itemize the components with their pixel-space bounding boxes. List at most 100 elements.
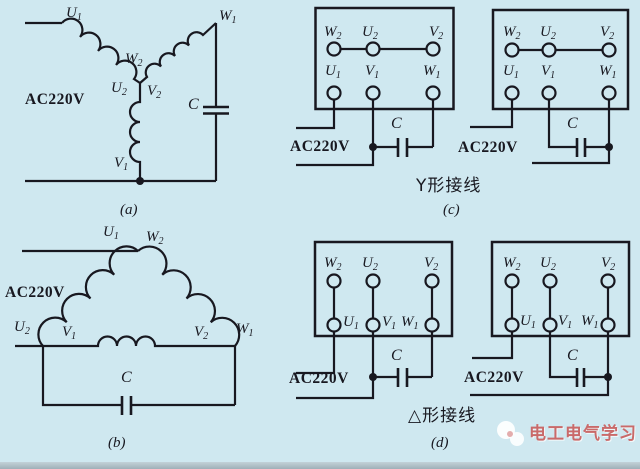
- caption-c: (c): [443, 202, 460, 218]
- label-a-capacitor: C: [188, 96, 199, 113]
- label-b-u2: U2: [14, 319, 30, 337]
- label-dr-u2: U2: [540, 255, 556, 273]
- junction-dot: [369, 143, 377, 151]
- caption-b: (b): [108, 435, 126, 451]
- coil-u1-w2: [61, 17, 141, 84]
- link-bars: [332, 287, 434, 319]
- label-cr-ac-source: AC220V: [458, 139, 518, 156]
- capacitor-plates: [396, 138, 409, 157]
- label-b-v1: V1: [62, 324, 77, 342]
- caption-a: (a): [120, 202, 138, 218]
- label-b-w1: W1: [236, 321, 254, 339]
- label-a-w1: W1: [219, 8, 237, 26]
- label-dr-u1: U1: [520, 313, 536, 331]
- label-cl-capacitor: C: [391, 115, 402, 132]
- label-a-u1: U1: [66, 5, 82, 23]
- wire-w1-out: [532, 99, 611, 165]
- coil-w2-w1: [139, 22, 217, 84]
- label-dl-ac-source: AC220V: [289, 370, 349, 387]
- label-cl-u1: U1: [325, 63, 341, 81]
- terminal-box-outline: [490, 240, 631, 338]
- link-bars: [510, 287, 610, 319]
- label-dl-capacitor: C: [391, 347, 402, 364]
- label-cl-u2: U2: [362, 24, 378, 42]
- label-dl-v1: V1: [382, 314, 397, 332]
- label-cl-w1: W1: [423, 63, 441, 81]
- label-cr-v2: V2: [600, 24, 615, 42]
- label-dr-ac-source: AC220V: [464, 369, 524, 386]
- wire-capacitor-lead: [373, 99, 435, 149]
- wire-v1-out: [296, 99, 375, 167]
- label-dl-w1: W1: [401, 314, 419, 332]
- coil-right-side: [137, 245, 241, 347]
- coil-u2-v1: [128, 83, 142, 181]
- wire-v1-capacitor: [548, 331, 608, 379]
- panel-c-right-terminal-box: [470, 8, 630, 165]
- wire-u1-out: [470, 99, 514, 129]
- capacitor-plates: [120, 396, 133, 415]
- terminal-studs: [504, 42, 617, 101]
- label-a-v1: V1: [114, 155, 129, 173]
- label-dr-w2: W2: [503, 255, 521, 273]
- label-dr-w1: W1: [581, 313, 599, 331]
- caption-d: (d): [431, 435, 449, 451]
- label-cl-w2: W2: [324, 24, 342, 42]
- label-dr-capacitor: C: [567, 347, 578, 364]
- panel-d-right-terminal-box: [470, 240, 631, 397]
- label-cl-ac-source: AC220V: [290, 138, 350, 155]
- junction-dot: [136, 177, 144, 185]
- capacitor-plates: [203, 105, 229, 115]
- coil-bottom-side: [15, 335, 235, 348]
- capacitor-plates: [575, 368, 586, 387]
- caption-y-wiring: Y形接线: [416, 176, 482, 196]
- junction-dot: [369, 373, 377, 381]
- terminal-studs: [504, 273, 616, 333]
- footer-strip: [0, 462, 640, 469]
- wire-capacitor-lead: [373, 331, 434, 379]
- label-b-capacitor: C: [121, 369, 132, 386]
- label-a-v2: V2: [147, 83, 162, 101]
- terminal-box-outline: [313, 240, 454, 338]
- label-dl-u2: U2: [362, 255, 378, 273]
- terminal-box-outline: [491, 8, 630, 111]
- label-cl-v1: V1: [365, 63, 380, 81]
- wire-w1-out: [470, 331, 610, 397]
- wire-u1-out: [472, 331, 514, 360]
- panel-d-left-terminal-box: [296, 240, 454, 400]
- caption-delta-wiring: △形接线: [408, 406, 477, 426]
- diagram-a-y-schematic: [25, 17, 229, 185]
- label-b-v2: V2: [194, 324, 209, 342]
- terminal-studs: [326, 41, 441, 101]
- label-a-w2: W2: [125, 51, 143, 69]
- capacitor-plates: [396, 368, 409, 387]
- wire-u1-out: [296, 331, 336, 375]
- wire-u1-out: [296, 99, 336, 130]
- label-cr-w1: W1: [599, 63, 617, 81]
- label-cr-u1: U1: [503, 63, 519, 81]
- label-b-ac-source: AC220V: [5, 284, 65, 301]
- label-cr-u2: U2: [540, 24, 556, 42]
- label-cl-v2: V2: [429, 24, 444, 42]
- junction-dot: [605, 143, 613, 151]
- label-cr-v1: V1: [541, 63, 556, 81]
- label-dl-u1: U1: [343, 314, 359, 332]
- wire-v1-out: [296, 331, 375, 400]
- label-dr-v1: V1: [558, 313, 573, 331]
- label-cr-w2: W2: [503, 24, 521, 42]
- terminal-studs: [326, 273, 440, 333]
- panel-c-left-terminal-box: [296, 6, 455, 167]
- label-a-ac-source: AC220V: [25, 91, 85, 108]
- watermark-text: 电工电气学习: [529, 424, 637, 444]
- label-a-u2: U2: [111, 80, 127, 98]
- capacitor-plates: [575, 138, 587, 157]
- label-dr-v2: V2: [601, 255, 616, 273]
- label-dl-v2: V2: [424, 255, 439, 273]
- terminal-box-outline: [314, 6, 455, 111]
- label-b-w2: W2: [146, 229, 164, 247]
- diagram-b-delta-schematic: [15, 245, 241, 415]
- wire-v1-capacitor: [547, 99, 609, 149]
- watermark-logo: [497, 421, 524, 446]
- capacitor-loop-wire: [41, 346, 237, 407]
